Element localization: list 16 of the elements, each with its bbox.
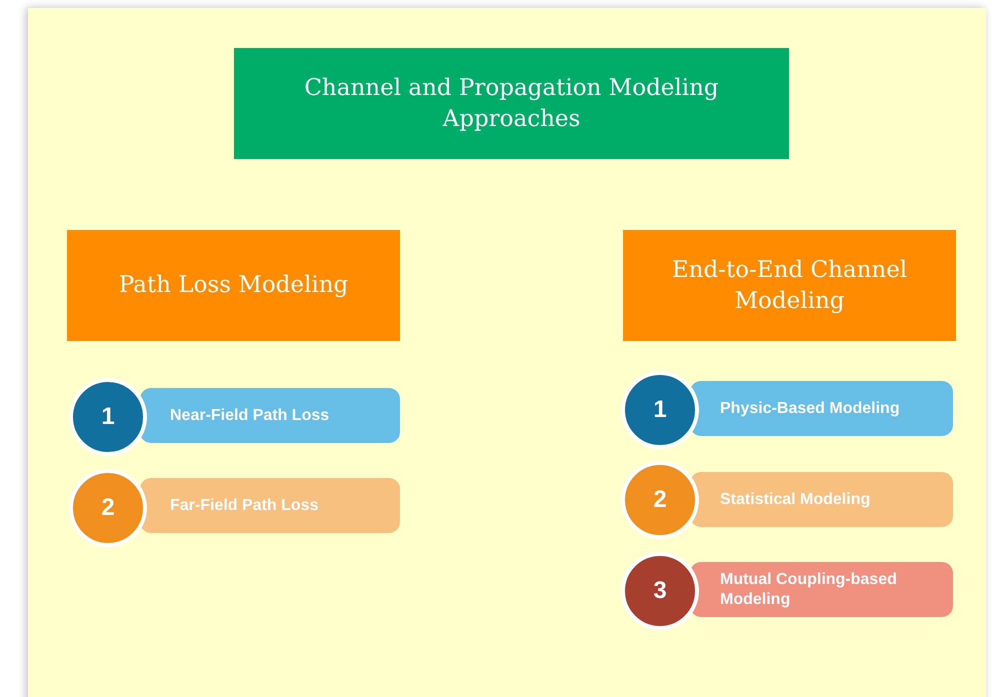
header-text: End-to-End Channel Modeling: [670, 256, 908, 316]
number-circle: 2: [621, 461, 699, 539]
list-item-bar: Far-Field Path Loss: [140, 478, 400, 533]
list-item-bar: Statistical Modeling: [690, 472, 953, 527]
list-item-bar: Near-Field Path Loss: [140, 388, 400, 443]
number-circle: 1: [69, 378, 147, 456]
category-header: [623, 230, 956, 341]
list-item-bar: Physic-Based Modeling: [690, 381, 953, 436]
number-circle: 3: [621, 552, 699, 630]
number-circle: 1: [621, 371, 699, 449]
header-text: Path Loss Modeling: [118, 271, 350, 300]
number-circle: 2: [69, 469, 147, 547]
title-banner: [234, 48, 789, 159]
list-item-bar: Mutual Coupling-based Modeling: [690, 562, 953, 617]
category-header: [67, 230, 400, 341]
header-text: Channel and Propagation Modeling Approaches: [303, 74, 720, 134]
